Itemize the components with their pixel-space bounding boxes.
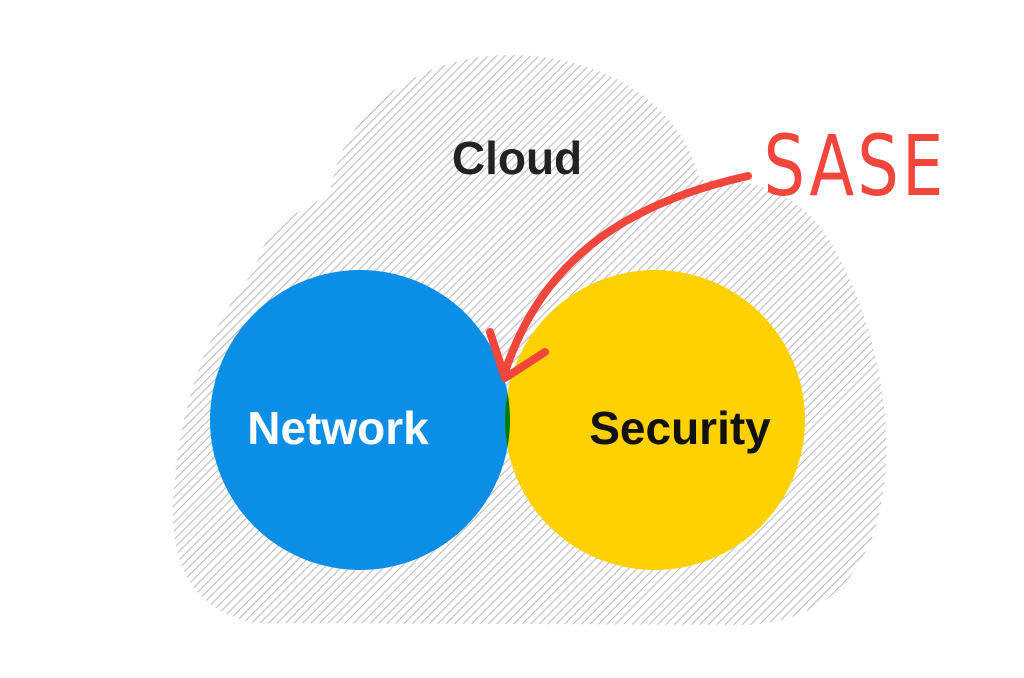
cloud-label: Cloud (452, 132, 582, 184)
arrow-icon (501, 172, 752, 376)
network-label: Network (247, 402, 429, 454)
security-label: Security (589, 402, 771, 454)
security-circle (505, 270, 805, 570)
sase-label: SASE (763, 117, 946, 215)
arrowhead-icon (486, 328, 549, 382)
sase-annotation: SASE (486, 117, 946, 382)
network-circle (210, 270, 510, 570)
